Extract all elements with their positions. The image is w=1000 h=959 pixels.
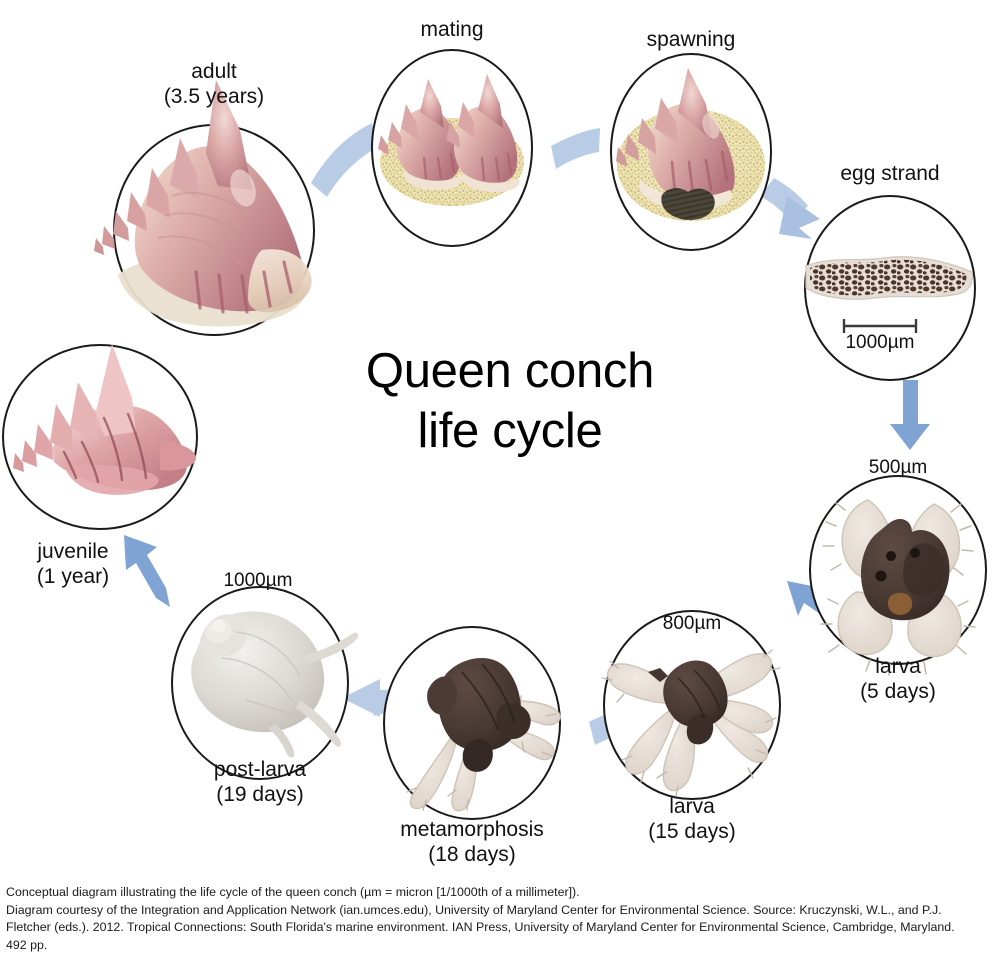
arrow-mating-to-spawning [551, 128, 600, 169]
stage-circle-post-larva[interactable] [171, 586, 359, 780]
stage-circle-larva-5-days[interactable] [809, 475, 987, 676]
egg-strand-scale-bar [842, 319, 918, 333]
stage-circle-larva-15-days[interactable] [601, 610, 781, 800]
post-larva-illustration [191, 611, 359, 758]
page-title: Queen conch life cycle [300, 342, 720, 462]
stage-circle-spawning[interactable] [610, 53, 772, 251]
arrow-post-larva-to-juvenile [124, 535, 170, 607]
egg-strand-illustration [805, 256, 973, 333]
adult-conch-illustration [94, 80, 312, 327]
stage-circle-mating[interactable] [371, 49, 533, 247]
diagram-stage: Queen conch life cycle adult (3.5 years)… [2, 18, 987, 866]
stage-circle-juvenile[interactable] [2, 344, 198, 530]
scale-label-egg-strand: 1000µm [845, 332, 915, 353]
title-line-2: life cycle [417, 403, 603, 458]
caption-line-3: Fletcher (eds.). 2012. Tropical Connecti… [6, 920, 955, 935]
caption-line-1: Conceptual diagram illustrating the life… [6, 885, 580, 899]
mating-illustration [378, 74, 524, 206]
diagram-canvas [2, 49, 987, 820]
larva-15-days-illustration [601, 649, 781, 797]
scale-label-larva-5-days: 500µm [868, 457, 928, 478]
arrow-spawning-to-egg-strand [760, 178, 820, 239]
larva-5-days-illustration [820, 499, 976, 676]
spawning-illustration [616, 68, 765, 221]
title-line-1: Queen conch [365, 344, 655, 398]
scale-label-post-larva: 1000µm [223, 570, 293, 591]
caption-line-2: Diagram courtesy of the Integration and … [6, 902, 942, 917]
diagram-caption: Conceptual diagram illustrating the life… [6, 884, 992, 954]
scale-label-larva-15-days: 800µm [662, 613, 722, 634]
caption-line-4: 492 pp. [6, 937, 48, 952]
juvenile-conch-illustration [13, 344, 196, 495]
arrow-egg-strand-to-larva5 [890, 380, 930, 450]
stage-circle-egg-strand[interactable] [804, 195, 976, 381]
metamorphosis-illustration [406, 657, 561, 812]
arrow-adult-to-mating [311, 123, 378, 197]
stage-circle-adult[interactable] [94, 80, 315, 336]
stage-circle-metamorphosis[interactable] [383, 626, 561, 820]
